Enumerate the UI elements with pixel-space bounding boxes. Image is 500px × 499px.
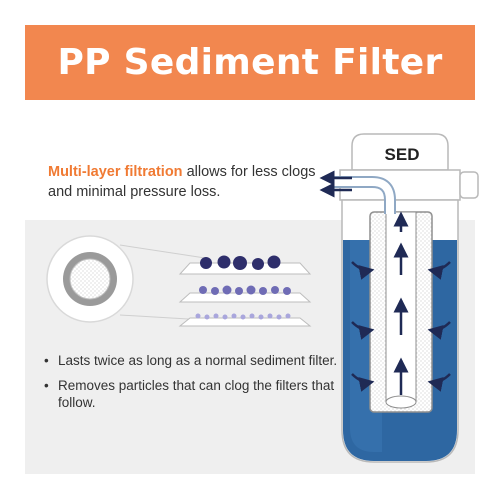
filter-cross-section-icon [46, 235, 206, 323]
large-particles [200, 255, 281, 270]
medium-particles [199, 285, 291, 295]
bullet-item: Removes particles that can clog the filt… [44, 377, 344, 411]
bullet-item: Lasts twice as long as a normal sediment… [44, 352, 344, 369]
housing-label: SED [385, 145, 420, 164]
feature-bullets: Lasts twice as long as a normal sediment… [44, 352, 344, 419]
tagline-highlight: Multi-layer filtration [48, 164, 183, 180]
filtration-layers-diagram [178, 255, 312, 327]
tagline: Multi-layer filtration allows for less c… [48, 162, 318, 202]
tagline-text: allows for less clogs and minimal pressu… [48, 164, 316, 200]
title-banner: PP Sediment Filter [25, 25, 475, 100]
page-title: PP Sediment Filter [57, 42, 443, 83]
filter-housing-illustration: SED [319, 133, 479, 463]
small-particles [195, 313, 291, 320]
